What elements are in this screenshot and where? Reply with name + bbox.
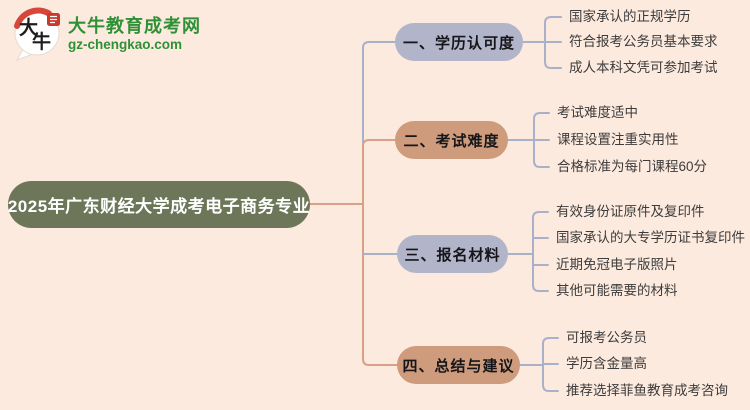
root-topic-node: 2025年广东财经大学成考电子商务专业	[8, 181, 310, 228]
leaf-item: 合格标准为每门课程60分	[557, 159, 708, 174]
logo-site-name: 大牛教育成考网	[68, 15, 201, 36]
leaf-item: 国家承认的正规学历	[569, 9, 691, 24]
leaf-item: 近期免冠电子版照片	[556, 257, 678, 272]
leaf-item: 考试难度适中	[557, 105, 638, 120]
logo-bubble-icon: 大 牛	[14, 7, 60, 61]
logo-red-arc	[14, 7, 52, 29]
leaf-item: 课程设置注重实用性	[557, 132, 679, 147]
logo-bubble-char-1: 大	[19, 16, 38, 39]
branch-node-1: 一、学历认可度	[395, 23, 523, 61]
leaf-item: 符合报考公务员基本要求	[569, 34, 718, 49]
leaf-item: 推荐选择菲鱼教育成考咨询	[566, 383, 728, 398]
branch-node-4: 四、总结与建议	[397, 346, 520, 384]
leaf-item: 成人本科文凭可参加考试	[569, 60, 718, 75]
logo-site-url: gz-chengkao.com	[68, 36, 183, 52]
logo-bubble-char-2: 牛	[32, 30, 51, 53]
site-logo: 大 牛 大牛教育成考网 gz-chengkao.com	[12, 7, 201, 61]
leaf-item: 学历含金量高	[566, 356, 647, 371]
branch-node-2: 二、考试难度	[395, 121, 508, 159]
leaf-item: 可报考公务员	[566, 330, 647, 345]
leaf-item: 其他可能需要的材料	[556, 283, 678, 298]
branch-node-3: 三、报名材料	[397, 235, 508, 273]
leaf-item: 国家承认的大专学历证书复印件	[556, 230, 745, 245]
leaf-item: 有效身份证原件及复印件	[556, 204, 705, 219]
